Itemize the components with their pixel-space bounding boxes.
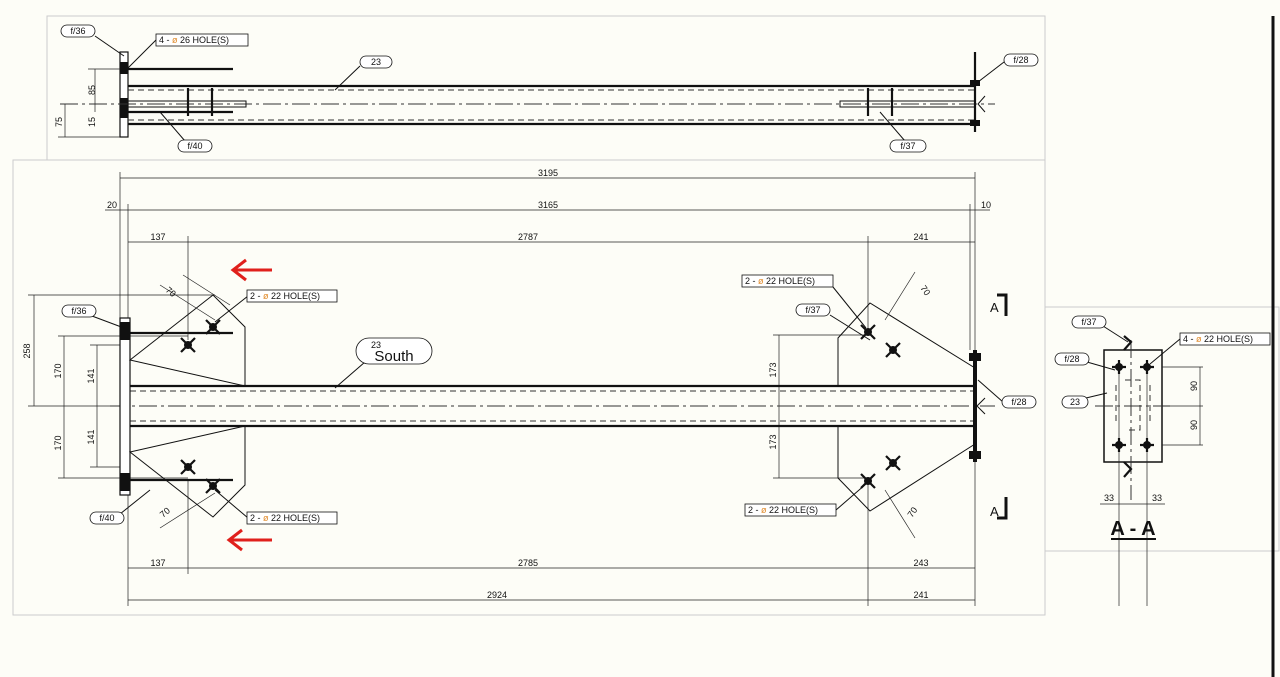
label-f37: f/37 bbox=[805, 305, 820, 315]
dim-2787: 2787 bbox=[518, 232, 538, 242]
label-part-23: 23 bbox=[1070, 397, 1080, 407]
bolt-icon bbox=[885, 455, 901, 471]
dim-70-right-top: 70 bbox=[918, 283, 932, 297]
dim-2924: 2924 bbox=[487, 590, 507, 600]
label-part-number: 23 bbox=[371, 340, 381, 350]
section-view: 90 90 33 33 f/37 f/28 23 4 - ø 22 HOLE(S… bbox=[1054, 315, 1271, 606]
label-f28: f/28 bbox=[1064, 354, 1079, 364]
dim-137-bot: 137 bbox=[150, 558, 165, 568]
label-f40: f/40 bbox=[99, 513, 114, 523]
dim-137-top: 137 bbox=[150, 232, 165, 242]
dim-90-upper: 90 bbox=[1189, 381, 1199, 391]
dim-243: 243 bbox=[913, 558, 928, 568]
label-f37: f/37 bbox=[900, 141, 915, 151]
label-part-name: South bbox=[374, 348, 413, 365]
end-plate-left bbox=[119, 51, 129, 138]
dim-141-upper: 141 bbox=[86, 368, 96, 383]
hole-note-right-bottom: 2 - ø 22 HOLE(S) bbox=[748, 505, 818, 515]
dim-173-lower: 173 bbox=[768, 434, 778, 449]
dim-70-right-bottom: 70 bbox=[905, 505, 919, 519]
bolts bbox=[180, 319, 901, 494]
arrow-left-icon bbox=[230, 258, 272, 282]
bolt-icon bbox=[180, 337, 196, 353]
section-mark-top: A bbox=[990, 300, 999, 315]
arrow-left-icon bbox=[226, 528, 272, 552]
main-view-panel bbox=[12, 159, 1046, 616]
bolt-icon bbox=[205, 478, 221, 494]
dim-70-left-bottom: 70 bbox=[158, 505, 172, 519]
section-title: A - A bbox=[1110, 518, 1155, 540]
hole-note-section: 4 - ø 22 HOLE(S) bbox=[1183, 334, 1253, 344]
dim-33-right: 33 bbox=[1152, 493, 1162, 503]
hole-note-left-bottom: 2 - ø 22 HOLE(S) bbox=[250, 513, 320, 523]
dim-overall: 3195 bbox=[538, 168, 558, 178]
dim-258: 258 bbox=[22, 343, 32, 358]
bolt-icon bbox=[1112, 438, 1126, 452]
dim-241-top: 241 bbox=[913, 232, 928, 242]
dim-inner: 3165 bbox=[538, 200, 558, 210]
gusset-right-bottom bbox=[837, 425, 976, 512]
bolt-icon bbox=[885, 342, 901, 358]
gusset-right-top bbox=[837, 302, 976, 387]
label-f40: f/40 bbox=[187, 141, 202, 151]
dim-75: 75 bbox=[54, 117, 64, 127]
dim-90-lower: 90 bbox=[1189, 420, 1199, 430]
dim-33-left: 33 bbox=[1104, 493, 1114, 503]
main-view: 3195 3165 20 10 137 2787 241 137 2785 24… bbox=[22, 168, 1037, 606]
dim-2785: 2785 bbox=[518, 558, 538, 568]
dim-10: 10 bbox=[981, 200, 991, 210]
dim-70-left-top: 70 bbox=[164, 285, 178, 299]
label-f36: f/36 bbox=[71, 306, 86, 316]
section-mark-bottom: A bbox=[990, 504, 999, 519]
label-f28: f/28 bbox=[1013, 55, 1028, 65]
dim-141-lower: 141 bbox=[86, 429, 96, 444]
dim-20: 20 bbox=[107, 200, 117, 210]
bolt-icon bbox=[180, 459, 196, 475]
hole-note-right-top: 2 - ø 22 HOLE(S) bbox=[745, 276, 815, 286]
gusset-left-top bbox=[128, 294, 246, 387]
dim-170-upper: 170 bbox=[53, 363, 63, 378]
label-f36: f/36 bbox=[70, 26, 85, 36]
dim-170-lower: 170 bbox=[53, 435, 63, 450]
dim-85: 85 bbox=[87, 85, 97, 95]
bolt-icon bbox=[860, 324, 876, 340]
top-view: 85 15 75 f/36 4 - ø 26 HOLE(S) f/40 23 f… bbox=[54, 24, 1039, 153]
hole-note-top: 4 - ø 26 HOLE(S) bbox=[159, 35, 229, 45]
label-part-23: 23 bbox=[371, 57, 381, 67]
dim-241-bot: 241 bbox=[913, 590, 928, 600]
dim-15: 15 bbox=[87, 117, 97, 127]
end-plate-left bbox=[119, 317, 131, 496]
dim-173-upper: 173 bbox=[768, 362, 778, 377]
bolt-icon bbox=[205, 319, 221, 335]
label-f37: f/37 bbox=[1081, 317, 1096, 327]
gusset-left-bottom bbox=[128, 425, 246, 518]
label-f28: f/28 bbox=[1011, 397, 1026, 407]
bolt-icon bbox=[1140, 438, 1154, 452]
bolt-icon bbox=[1112, 360, 1126, 374]
hole-note-left-top: 2 - ø 22 HOLE(S) bbox=[250, 291, 320, 301]
bolt-icon bbox=[1140, 360, 1154, 374]
